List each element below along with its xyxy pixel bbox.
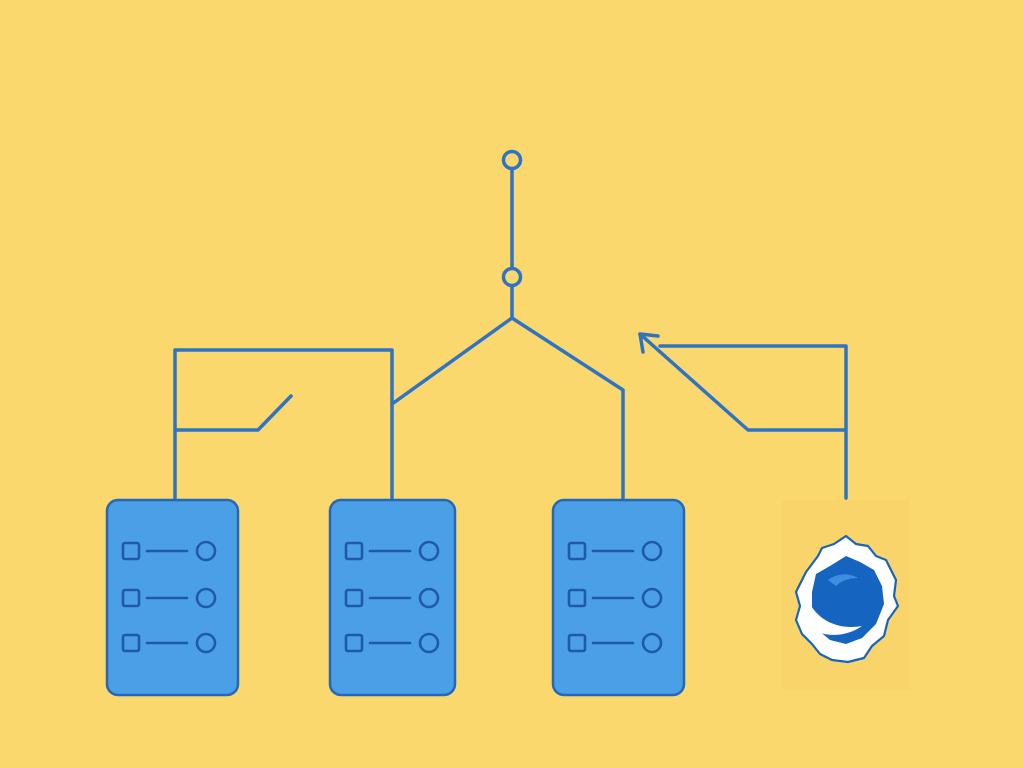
server-rack-icon-server-3	[551, 498, 686, 697]
port-square-icon	[567, 633, 587, 653]
port-square-icon	[121, 633, 141, 653]
connector-branch-left	[390, 316, 514, 406]
connector-lines	[173, 166, 848, 500]
status-led-icon	[195, 587, 217, 609]
status-led-icon	[641, 540, 663, 562]
server-1-row-1	[121, 540, 217, 562]
logo-core	[812, 556, 884, 644]
blue-shield-logo-icon	[782, 500, 910, 690]
logo-swoosh	[805, 600, 862, 635]
server-3-row-3	[567, 632, 663, 654]
status-led-icon	[418, 587, 440, 609]
port-square-icon	[344, 541, 364, 561]
server-1-row-3	[121, 632, 217, 654]
status-led-icon	[195, 540, 217, 562]
status-led-icon	[641, 587, 663, 609]
terminal-top-node	[501, 149, 523, 171]
logo-highlight	[828, 574, 858, 586]
server-3-row-2	[567, 587, 663, 609]
port-square-icon	[344, 588, 364, 608]
connector-bracket-left	[173, 348, 394, 500]
server-2-row-1	[344, 540, 440, 562]
server-1-row-2	[121, 587, 217, 609]
server-group	[105, 498, 686, 697]
port-square-icon	[567, 588, 587, 608]
connector-arrow-path	[638, 332, 848, 500]
port-square-icon	[121, 541, 141, 561]
port-square-icon	[567, 541, 587, 561]
terminal-junction-node	[501, 266, 523, 288]
server-3-row-1	[567, 540, 663, 562]
server-rack-icon-server-1	[105, 498, 240, 697]
server-2-row-2	[344, 587, 440, 609]
server-rack-icon-server-2	[328, 498, 457, 697]
connector-branch-right	[510, 316, 625, 500]
status-led-icon	[641, 632, 663, 654]
port-square-icon	[121, 588, 141, 608]
status-led-icon	[195, 632, 217, 654]
port-square-icon	[344, 633, 364, 653]
arrowhead-icon	[638, 332, 660, 354]
connector-switch-left	[173, 394, 293, 432]
server-2-row-3	[344, 632, 440, 654]
terminal-nodes	[501, 149, 523, 288]
status-led-icon	[418, 632, 440, 654]
status-led-icon	[418, 540, 440, 562]
